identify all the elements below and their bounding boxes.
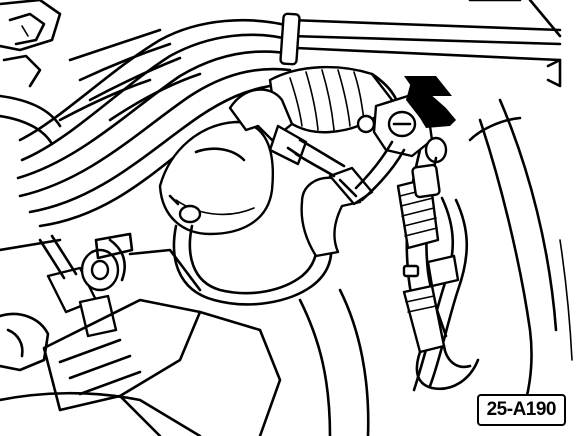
lower-structure — [298, 116, 573, 436]
lower-right-hose — [415, 98, 558, 422]
figure-label: 25-A190 — [476, 394, 566, 426]
upper-frame-rail — [288, 0, 562, 88]
lower-engine-block — [0, 238, 282, 436]
connector-hose-upper — [294, 138, 406, 202]
vacuum-hose-loop — [172, 224, 333, 306]
left-fitting-assembly — [38, 232, 134, 338]
arrow-icon — [404, 76, 456, 128]
bundle-clamp — [279, 12, 301, 66]
round-canister — [158, 120, 274, 236]
elbow-connector — [228, 88, 308, 166]
hose-bundle — [0, 18, 294, 228]
intake-duct — [268, 65, 400, 134]
corrugated-fitting — [396, 163, 441, 250]
canister-nipple — [168, 194, 202, 224]
upper-left-housing — [0, 0, 62, 88]
hose-t-piece — [300, 166, 374, 258]
lower-hose-sleeve — [402, 254, 460, 354]
